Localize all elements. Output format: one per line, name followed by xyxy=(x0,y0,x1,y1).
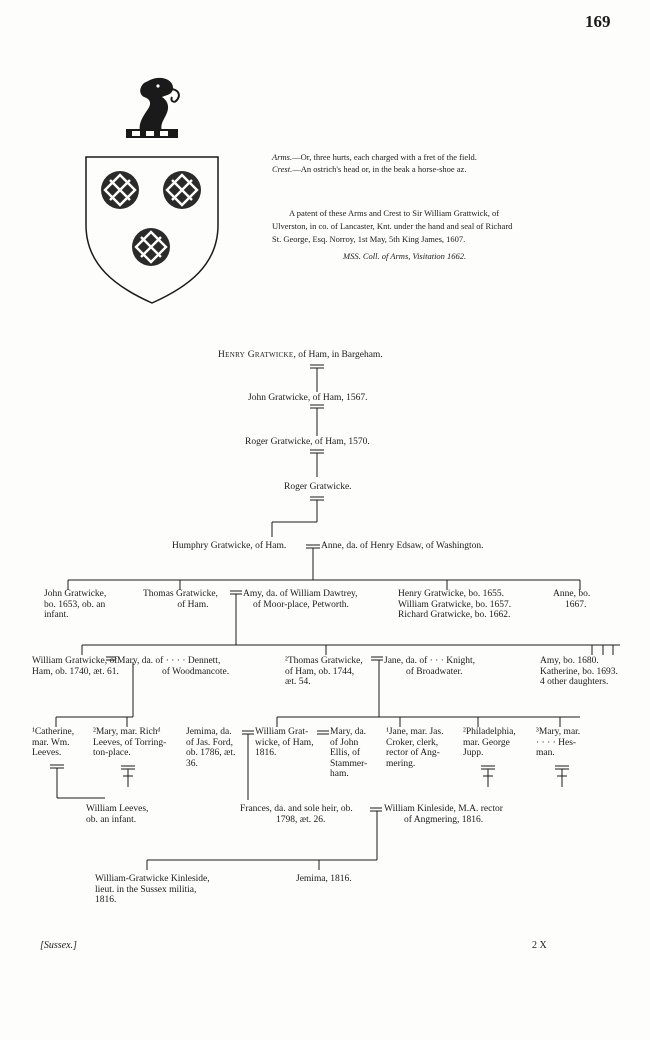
roger-gratwicke-1570: Roger Gratwicke, of Ham, 1570. xyxy=(245,437,370,447)
catherine-leeves: ¹Catherine,mar. Wm.Leeves. xyxy=(32,727,75,758)
frances-gratwicke: Frances, da. and sole heir, ob.1798, æt.… xyxy=(240,804,353,825)
jemima-ford: Jemima, da.of Jas. Ford,ob. 1786, æt.36. xyxy=(186,727,236,769)
john-gratwicke: John Gratwicke, of Ham, 1567. xyxy=(248,393,368,403)
william-leeves: William Leeves,ob. an infant. xyxy=(86,804,149,825)
thomas-gratwicke-1744: ²Thomas Gratwicke,of Ham, ob. 1744,æt. 5… xyxy=(285,656,363,687)
amy-dawtrey: Amy, da. of William Dawtrey,of Moor-plac… xyxy=(243,589,358,610)
william-gratwicke-1816: William Grat-wicke, of Ham,1816. xyxy=(255,727,314,758)
crest-blazon: Crest.—An ostrich's head or, in the beak… xyxy=(272,164,466,175)
anne-gratwicke-1667: Anne, bo.1667. xyxy=(553,589,591,610)
crest-text: —An ostrich's head or, in the beak a hor… xyxy=(292,164,467,174)
ostrich-crest-icon xyxy=(126,77,180,138)
thomas-gratwicke: Thomas Gratwicke,of Ham. xyxy=(143,589,218,610)
mary-hesman: ³Mary, mar.· · · · Hes-man. xyxy=(536,727,581,758)
henry-william-richard-gratwicke: Henry Gratwicke, bo. 1655.William Gratwi… xyxy=(398,589,512,620)
anne-edsaw: Anne, da. of Henry Edsaw, of Washington. xyxy=(321,541,484,551)
humphry-gratwicke: Humphry Gratwicke, of Ham. xyxy=(172,541,287,551)
henry-name: Henry Gratwicke xyxy=(218,350,294,360)
source-citation: MSS. Coll. of Arms, Visitation 1662. xyxy=(343,251,467,261)
signature-mark: 2 X xyxy=(532,940,547,951)
coat-of-arms-icon xyxy=(85,77,219,304)
page-number: 169 xyxy=(585,12,611,31)
jane-croker: ¹Jane, mar. Jas.Croker, clerk,rector of … xyxy=(386,727,444,769)
patent-line-2: Ulverston, in co. of Lancaster, Knt. und… xyxy=(272,221,513,231)
patent-line-3: St. George, Esq. Norroy, 1st May, 5th Ki… xyxy=(272,234,466,244)
patent-line-1: A patent of these Arms and Crest to Sir … xyxy=(289,208,500,218)
arms-text: —Or, three hurts, each charged with a fr… xyxy=(292,152,477,162)
jane-knight: Jane, da. of · · · Knight,of Broadwater. xyxy=(384,656,476,677)
county-footer: [Sussex.] xyxy=(40,940,77,951)
henry-gratwicke: Henry Gratwicke, of Ham, in Bargeham. xyxy=(218,350,383,361)
crest-label: Crest. xyxy=(272,164,293,174)
henry-description: , of Ham, in Bargeham. xyxy=(293,350,383,360)
mary-dennett: Mary, da. of · · · · Dennett,of Woodmanc… xyxy=(117,656,230,677)
jemima-kinleside: Jemima, 1816. xyxy=(296,874,352,884)
roger-gratwicke: Roger Gratwicke. xyxy=(284,482,352,492)
amy-katherine-gratwicke: Amy, bo. 1680.Katherine, bo. 1693.4 othe… xyxy=(540,656,618,687)
william-gratwicke-kinleside: William-Gratwicke Kinleside,lieut. in th… xyxy=(95,874,210,905)
arms-label: Arms. xyxy=(272,152,293,162)
arms-blazon: Arms.—Or, three hurts, each charged with… xyxy=(272,152,477,163)
